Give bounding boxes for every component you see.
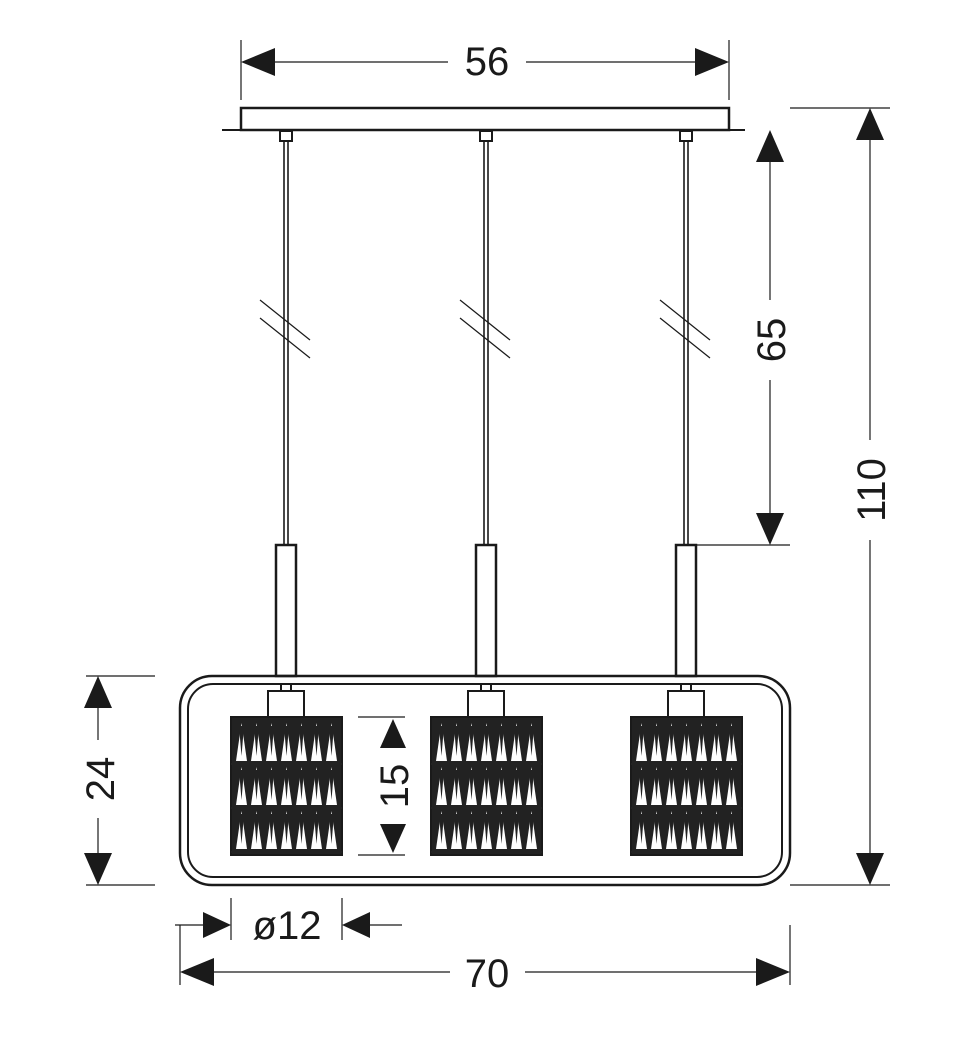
break-mark (459, 317, 511, 359)
dimension-label-65: 65 (750, 318, 794, 363)
lamp-socket (267, 690, 305, 718)
lamp-socket (467, 690, 505, 718)
dimension-total-height: 110 (790, 107, 894, 886)
cord-connector (279, 130, 293, 142)
pendant-cord (259, 130, 311, 678)
dimension-cord-length: 65 (696, 130, 794, 546)
dimension-frame-height: 24 (79, 675, 155, 886)
glass-shade (630, 683, 743, 856)
suspension-cords (259, 130, 711, 678)
pendant-cord (459, 130, 511, 678)
dimension-label-diameter-12: ø12 (253, 904, 322, 948)
dimension-shade-diameter: ø12 (175, 898, 402, 948)
cord-connector (679, 130, 693, 142)
dimension-canopy-width: 56 (240, 40, 730, 100)
break-mark (659, 299, 711, 341)
dimension-label-56: 56 (465, 40, 510, 84)
glass-shade (230, 683, 343, 856)
dimension-label-24: 24 (79, 757, 123, 802)
pendant-cord (659, 130, 711, 678)
lamp-socket (667, 690, 705, 718)
pendant-tube (274, 543, 298, 678)
ceiling-canopy (222, 106, 745, 132)
dimension-label-110: 110 (850, 458, 894, 522)
break-mark (259, 317, 311, 359)
cord-connector (479, 130, 493, 142)
dimension-label-70: 70 (465, 952, 510, 996)
pendant-tube (474, 543, 498, 678)
glass-shades (230, 683, 743, 856)
break-mark (659, 317, 711, 359)
glass-shade (430, 683, 543, 856)
dimension-total-width: 70 (179, 925, 791, 996)
dimension-shade-height: 15 (358, 716, 417, 856)
break-mark (259, 299, 311, 341)
break-mark (459, 299, 511, 341)
dimension-label-15: 15 (373, 764, 417, 809)
pendant-tube (674, 543, 698, 678)
